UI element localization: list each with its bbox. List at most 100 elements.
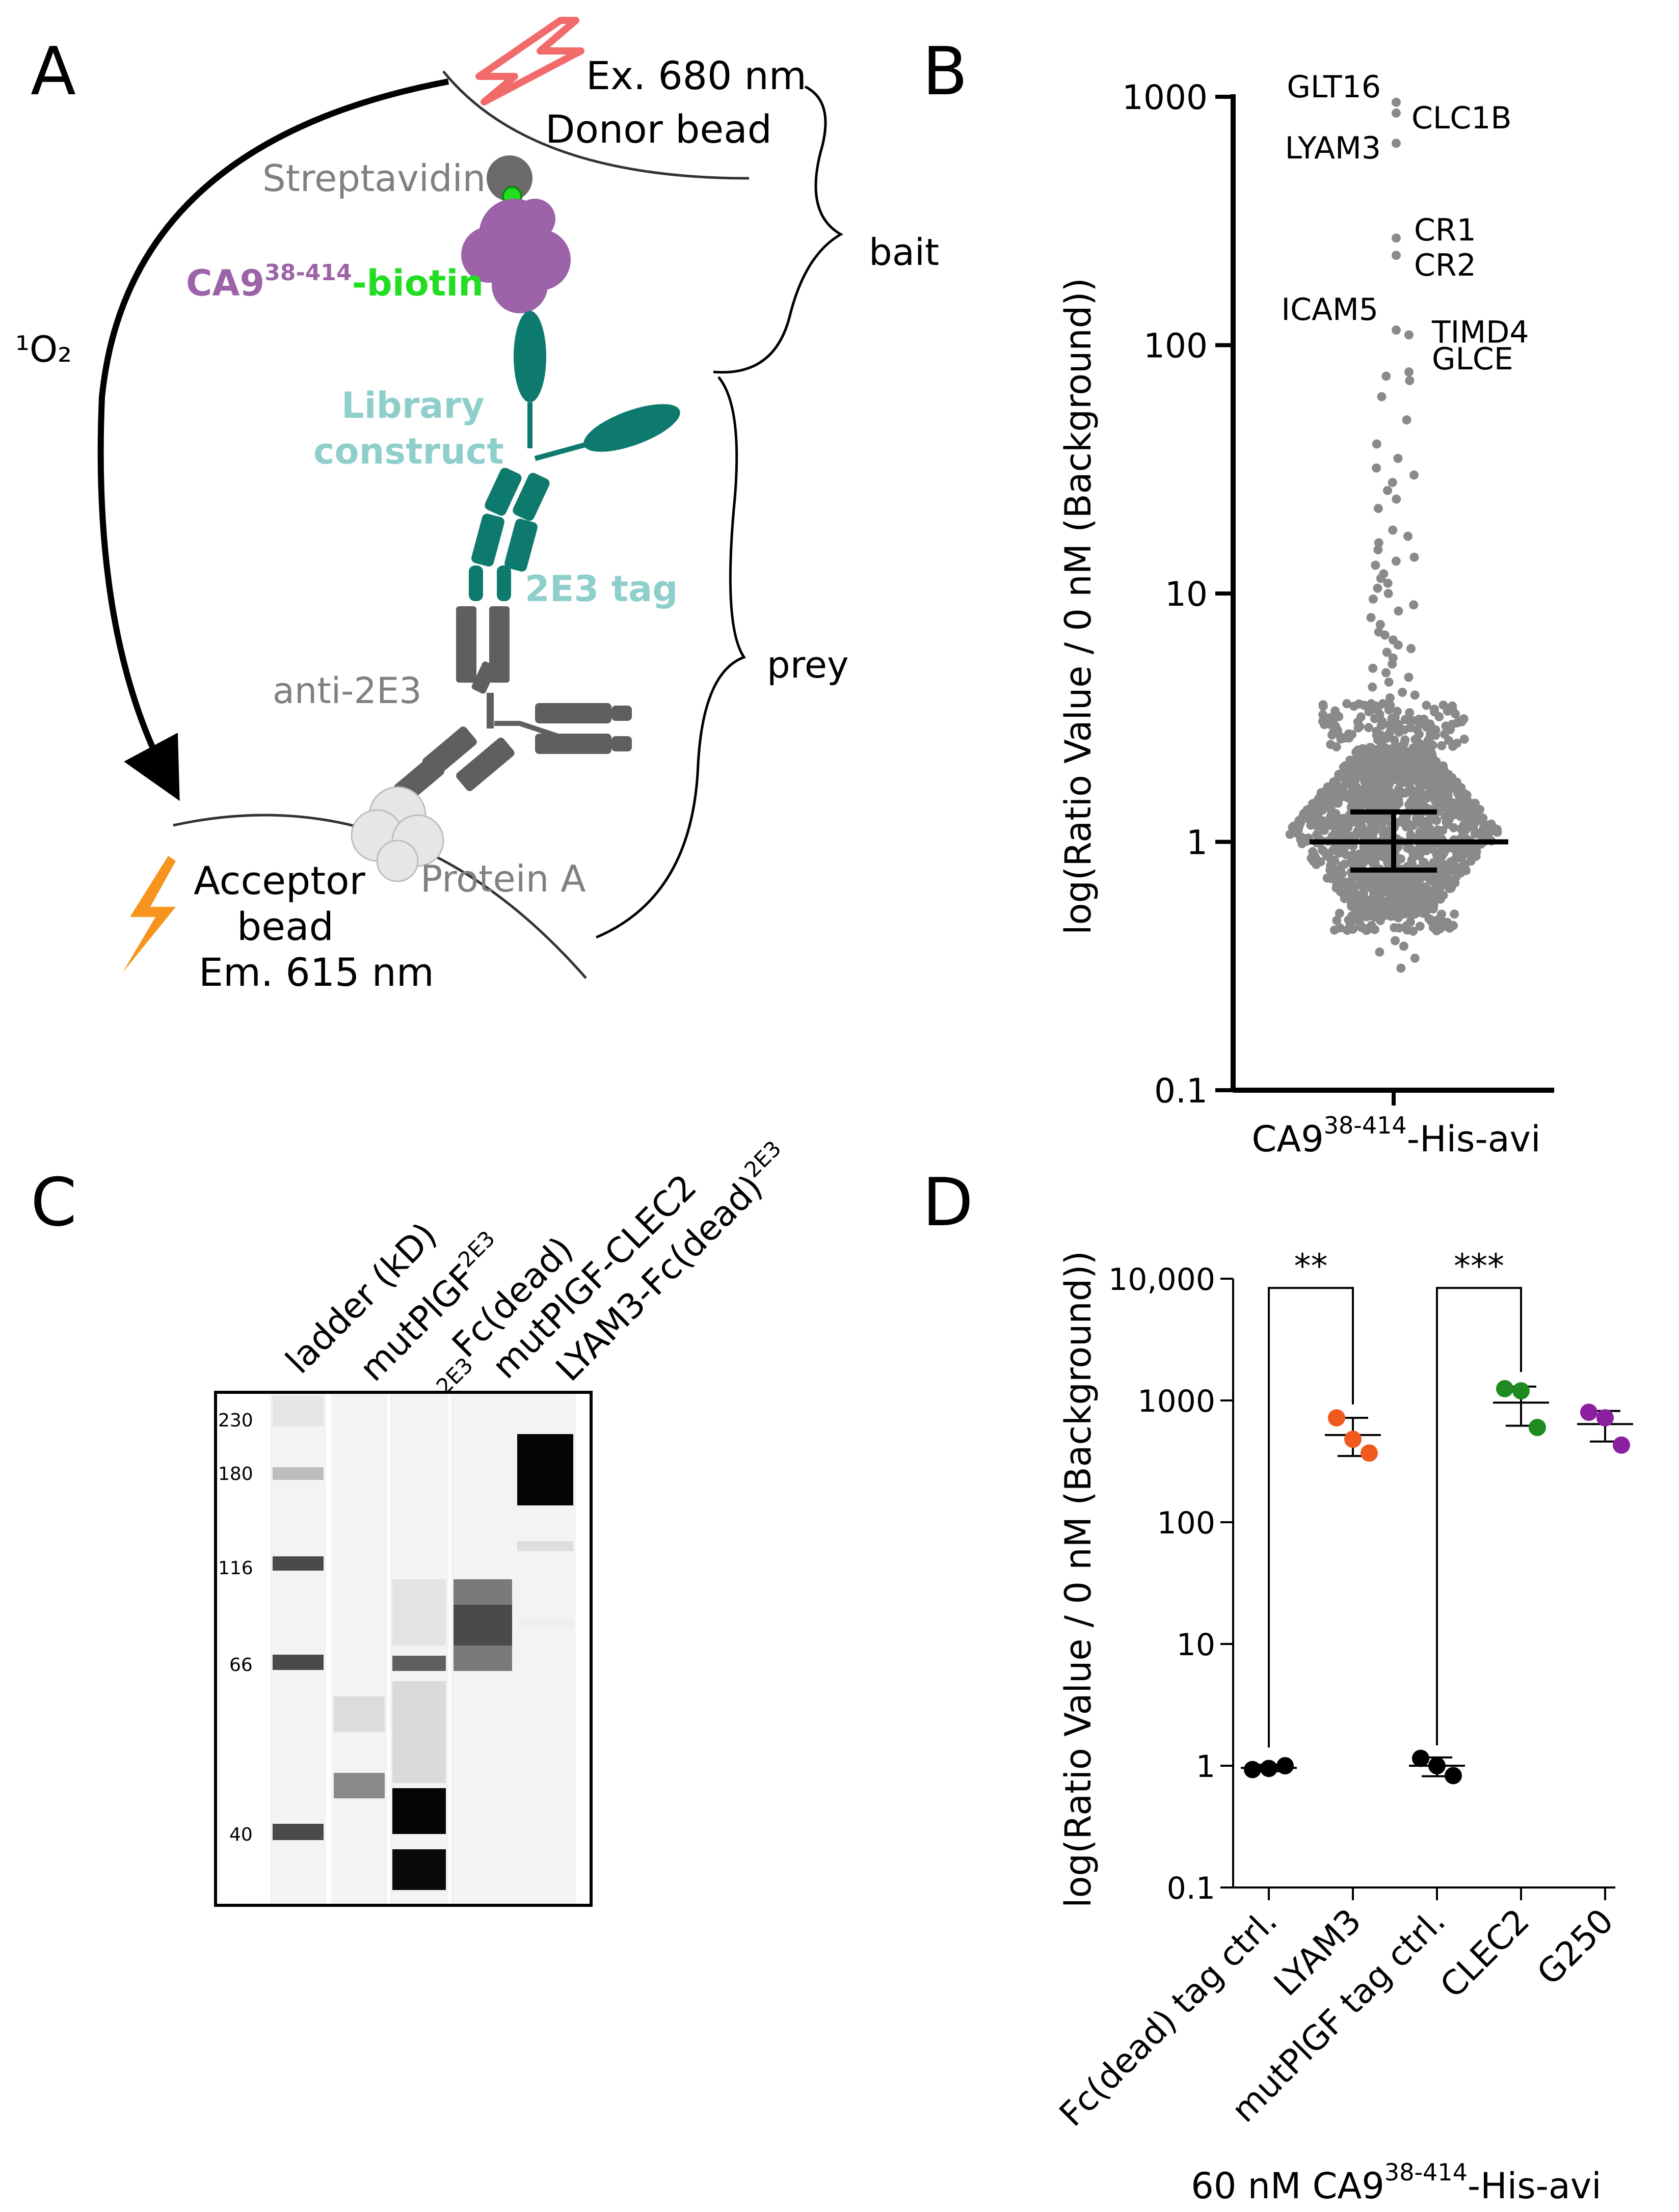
chart-d-xlabel: 60 nM CA938-414-His-avi <box>1191 2159 1601 2207</box>
data-point <box>1405 844 1415 853</box>
ladder-mark: 40 <box>229 1824 253 1845</box>
data-point <box>1445 884 1454 894</box>
mutplgf-bands <box>334 1696 385 1798</box>
data-point <box>1347 817 1357 827</box>
data-point <box>1399 941 1408 951</box>
data-point <box>1398 687 1407 697</box>
data-point <box>1452 739 1461 748</box>
data-point <box>1357 750 1367 760</box>
data-point <box>1331 722 1341 732</box>
ladder-mark: 230 <box>218 1410 253 1431</box>
data-point <box>1356 712 1366 722</box>
data-point <box>1370 912 1379 922</box>
data-point <box>1294 816 1304 825</box>
data-point <box>1405 376 1415 386</box>
data-point <box>1442 869 1452 878</box>
data-point <box>1430 831 1440 841</box>
data-point <box>1458 811 1468 820</box>
data-point <box>1406 877 1416 886</box>
annotated-point <box>1392 233 1401 243</box>
data-point <box>1391 556 1401 566</box>
y-tick-label: 10 <box>1165 575 1208 614</box>
significance-bracket <box>1268 1287 1354 1748</box>
data-point <box>1376 721 1386 731</box>
data-point <box>1422 700 1431 710</box>
data-point <box>1296 834 1305 844</box>
data-point <box>1406 644 1416 654</box>
point-label: CR1 <box>1414 212 1476 248</box>
data-point <box>1460 789 1470 798</box>
ca9-protein-shape <box>461 199 571 313</box>
data-point <box>1319 825 1329 835</box>
data-point <box>1311 803 1321 813</box>
data-point <box>1345 920 1355 930</box>
data-point <box>1392 766 1401 776</box>
singlet-oxygen-arrow <box>97 78 449 801</box>
data-point <box>1383 485 1393 495</box>
significance-label: ** <box>1294 1247 1328 1286</box>
point-label: LYAM3 <box>1285 130 1381 166</box>
panel-c: C ladder (kD) mutPlGF2E3 2E3Fc(dead) mut… <box>31 1136 786 1907</box>
data-point <box>1410 953 1420 963</box>
fc-dead-bands <box>392 1579 446 1890</box>
data-point <box>1355 792 1365 802</box>
significance-label: *** <box>1454 1247 1504 1286</box>
data-point <box>1402 890 1412 900</box>
data-point <box>1374 538 1383 548</box>
data-point <box>1467 818 1476 827</box>
data-point <box>1426 732 1435 741</box>
acceptor-label-line2: bead <box>237 904 334 949</box>
y-tick-label: 100 <box>1143 327 1208 366</box>
data-point <box>1424 766 1434 775</box>
data-point <box>1384 705 1394 715</box>
data-point <box>1364 707 1374 717</box>
tag-2e3-label: 2E3 tag <box>525 568 678 610</box>
data-point <box>1412 1749 1429 1767</box>
data-point <box>1448 701 1457 711</box>
data-point <box>1392 796 1402 806</box>
data-point <box>1428 740 1437 750</box>
data-point <box>1328 1409 1345 1427</box>
ladder-band <box>273 1556 324 1571</box>
data-point <box>1329 788 1339 797</box>
data-point <box>1409 470 1419 480</box>
y-tick-label: 1 <box>1196 1749 1215 1785</box>
data-point <box>1367 699 1376 709</box>
data-point <box>1372 463 1381 473</box>
data-point <box>1349 897 1358 907</box>
data-point <box>1408 789 1418 799</box>
data-point <box>1399 777 1409 787</box>
acceptor-label-line3: Em. 615 nm <box>199 950 434 995</box>
data-point <box>1381 371 1391 381</box>
data-point <box>1367 921 1376 930</box>
data-point <box>1426 914 1435 924</box>
data-point <box>1396 854 1405 864</box>
data-point <box>1362 875 1371 885</box>
data-point <box>1428 923 1438 932</box>
protein-a-label: Protein A <box>420 857 586 900</box>
data-point <box>1423 872 1432 882</box>
data-point <box>1418 795 1428 805</box>
library-construct-shape <box>469 311 680 601</box>
data-point <box>1478 815 1487 824</box>
data-point <box>1344 1431 1362 1448</box>
data-point <box>1342 699 1352 709</box>
panel-a: A ¹O₂ Ex. 680 nm Donor bead Streptavidin… <box>15 17 939 995</box>
y-tick-label: 10 <box>1177 1627 1215 1663</box>
data-point <box>1392 741 1401 751</box>
singlet-oxygen-label: ¹O₂ <box>15 329 72 370</box>
data-point <box>1307 818 1316 827</box>
data-point <box>1438 700 1448 710</box>
data-point <box>1332 915 1342 925</box>
data-point <box>1388 478 1397 488</box>
data-point <box>1399 738 1409 748</box>
data-point <box>1314 814 1324 823</box>
data-point <box>1339 769 1348 779</box>
ladder-mark: 66 <box>229 1655 253 1676</box>
data-point <box>1392 749 1402 759</box>
data-point <box>1359 924 1369 933</box>
data-point <box>1377 821 1387 830</box>
x-tick-label: CLEC2 <box>1433 1901 1537 2006</box>
